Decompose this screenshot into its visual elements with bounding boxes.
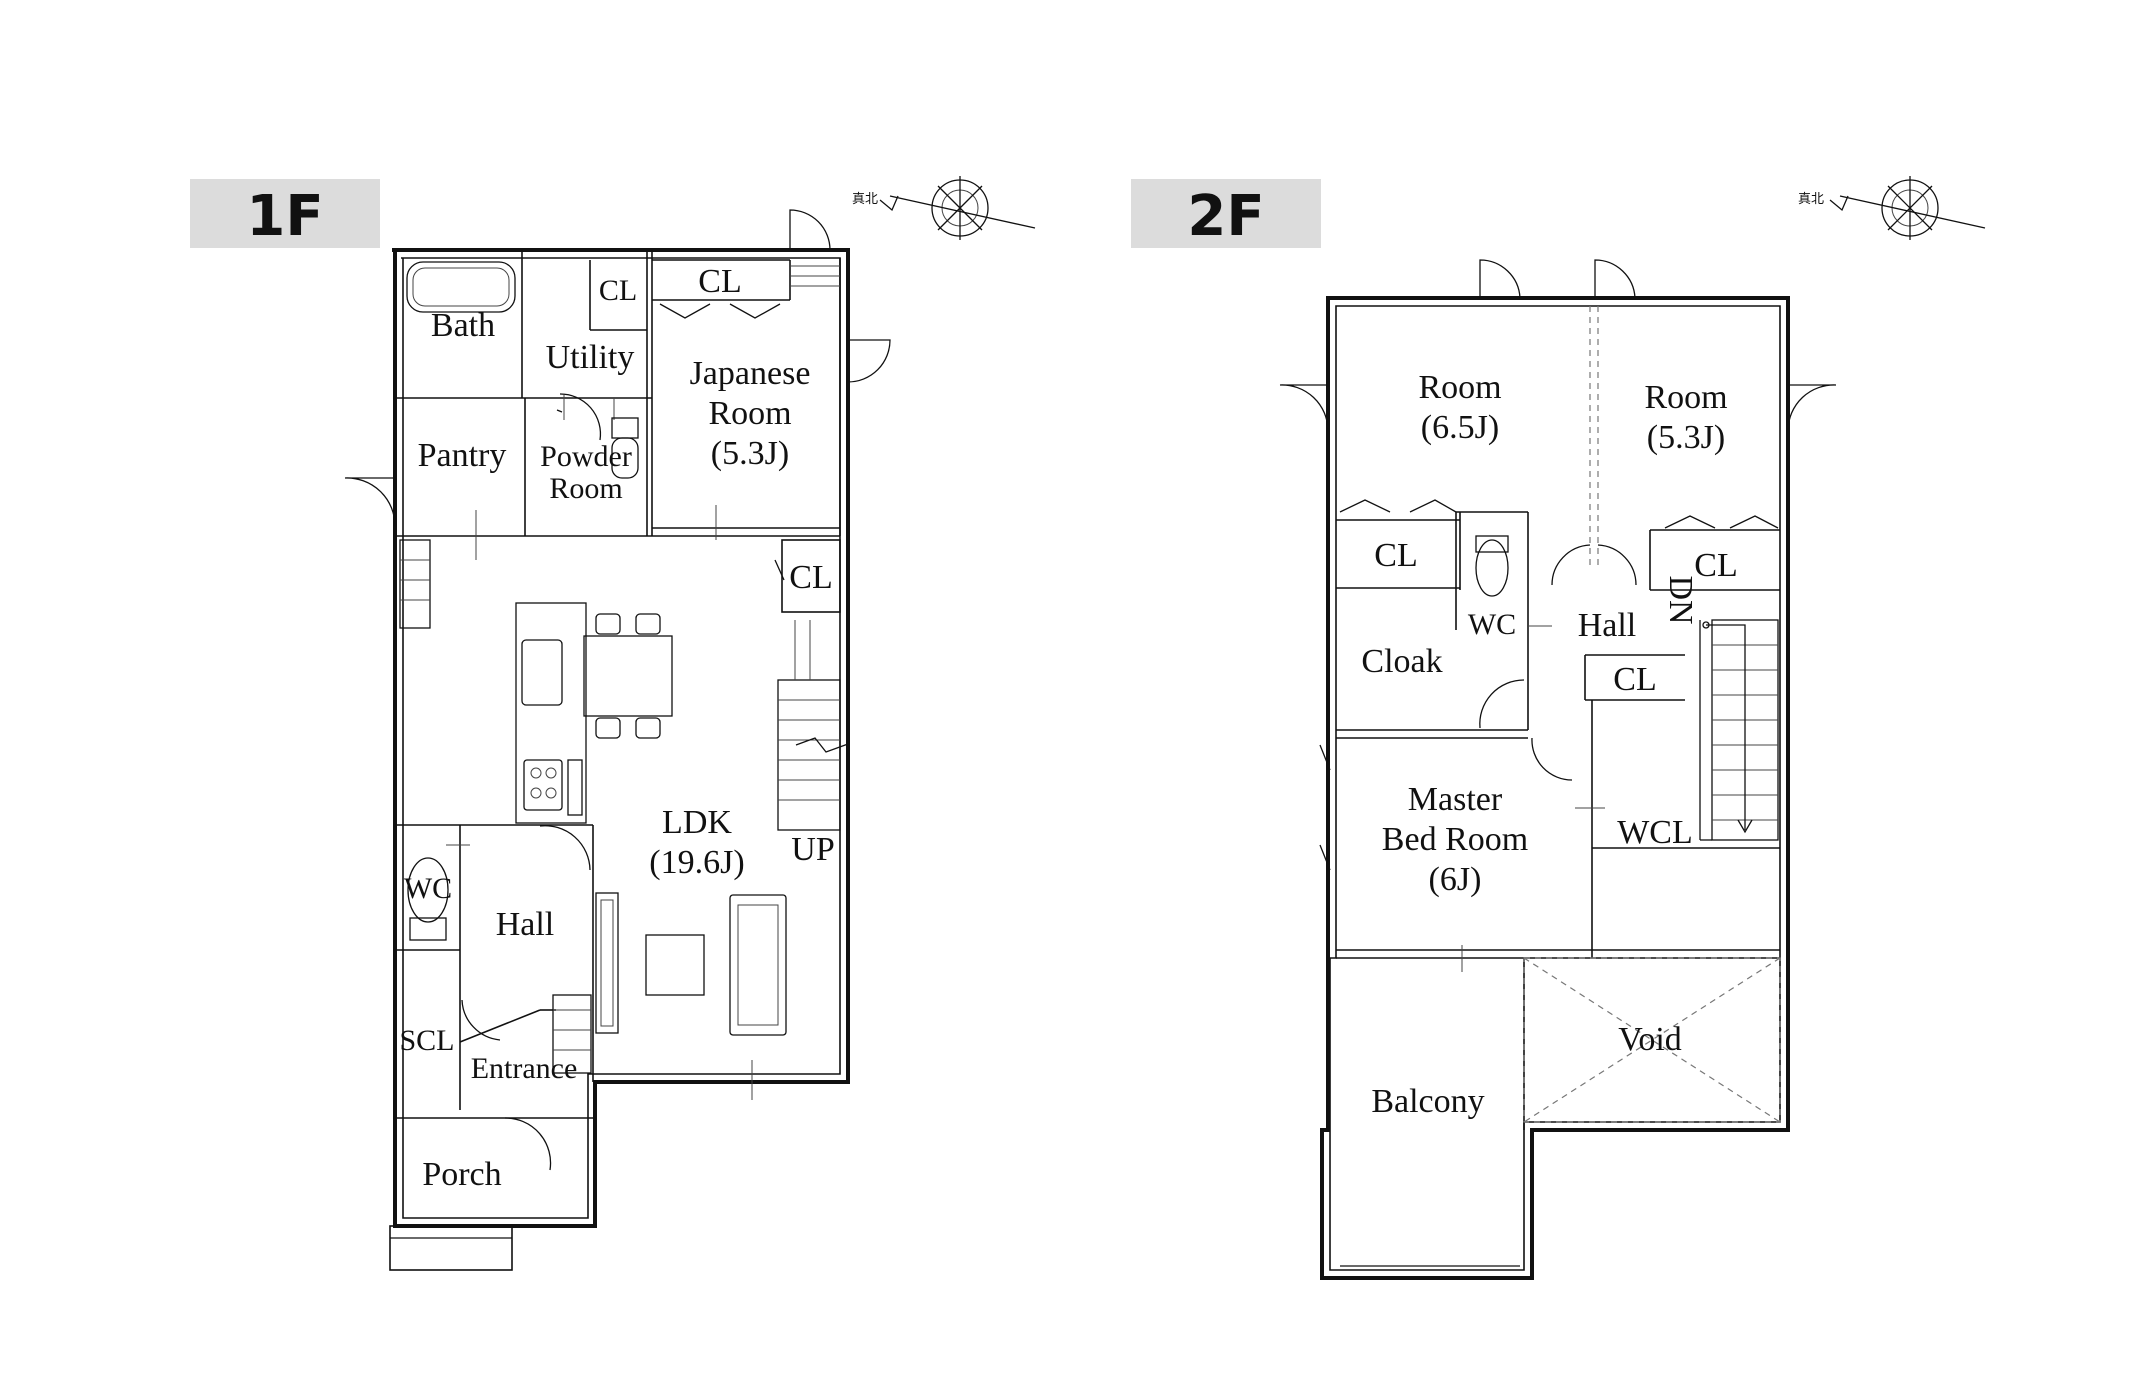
label-room-1-l1: Room <box>1418 369 1501 406</box>
label-dn: DN <box>1662 575 1699 624</box>
label-cloak: Cloak <box>1361 643 1442 680</box>
stairs-1f <box>777 620 849 831</box>
label-balcony: Balcony <box>1371 1083 1484 1120</box>
label-void: Void <box>1618 1021 1682 1058</box>
label-entrance: Entrance <box>471 1052 578 1085</box>
kitchen-counter <box>515 602 587 824</box>
outer-wall-2f <box>1320 296 1790 1280</box>
sofa <box>729 894 787 1036</box>
label-bath: Bath <box>431 307 495 344</box>
label-powder-room-l1: Powder <box>540 440 632 473</box>
floor-2f-badge <box>1131 179 1321 248</box>
label-room-1-l2: (6.5J) <box>1421 409 1499 446</box>
north-compass-icon <box>879 176 1036 240</box>
floor-1f-badge <box>190 179 380 248</box>
dining-table <box>583 635 673 717</box>
label-ldk-l1: LDK <box>662 804 732 841</box>
label-pantry: Pantry <box>418 437 507 474</box>
floor-2f-plan: 2F 真北 <box>1131 176 1986 1280</box>
label-ldk-l2: (19.6J) <box>649 844 744 881</box>
outer-wall <box>392 248 850 1228</box>
label-hall-1f: Hall <box>496 906 555 943</box>
interior-walls <box>395 250 841 1119</box>
label-wcl: WCL <box>1617 814 1693 851</box>
label-up: UP <box>791 831 834 868</box>
label-room-2-l1: Room <box>1644 379 1727 416</box>
label-utility: Utility <box>546 339 635 376</box>
door-swing <box>789 209 831 251</box>
label-cl-ldk: CL <box>789 559 832 596</box>
label-cl-right: CL <box>1694 547 1737 584</box>
label-hall-2f: Hall <box>1578 607 1637 644</box>
label-japanese-room-l2: Room <box>708 395 791 432</box>
label-cl-utility: CL <box>599 274 637 307</box>
label-master-bed-room-l3: (6J) <box>1429 861 1482 898</box>
floor-1f-badge-label: 1F <box>246 184 323 249</box>
stairs-2f <box>1699 619 1779 841</box>
north-label-2f: 真北 <box>1798 192 1824 207</box>
north-label: 真北 <box>852 192 878 207</box>
north-compass-icon <box>1829 176 1986 240</box>
label-japanese-room-l3: (5.3J) <box>711 435 789 472</box>
label-wc-2f: WC <box>1468 608 1516 641</box>
label-cl-left: CL <box>1374 537 1417 574</box>
label-scl: SCL <box>399 1024 454 1057</box>
label-powder-room-l2: Room <box>549 472 622 505</box>
label-porch: Porch <box>422 1156 501 1193</box>
label-master-bed-room-l2: Bed Room <box>1382 821 1528 858</box>
label-master-bed-room-l1: Master <box>1408 781 1503 818</box>
label-cl-hall: CL <box>1613 661 1656 698</box>
label-cl-japanese: CL <box>698 263 741 300</box>
label-wc-1f: WC <box>404 872 452 905</box>
label-japanese-room-l1: Japanese <box>690 355 811 392</box>
void-area <box>1523 957 1781 1123</box>
floor-1f-plan: 1F 真北 <box>190 176 1036 1271</box>
floor-2f-badge-label: 2F <box>1187 184 1264 249</box>
label-room-2-l2: (5.3J) <box>1647 419 1725 456</box>
